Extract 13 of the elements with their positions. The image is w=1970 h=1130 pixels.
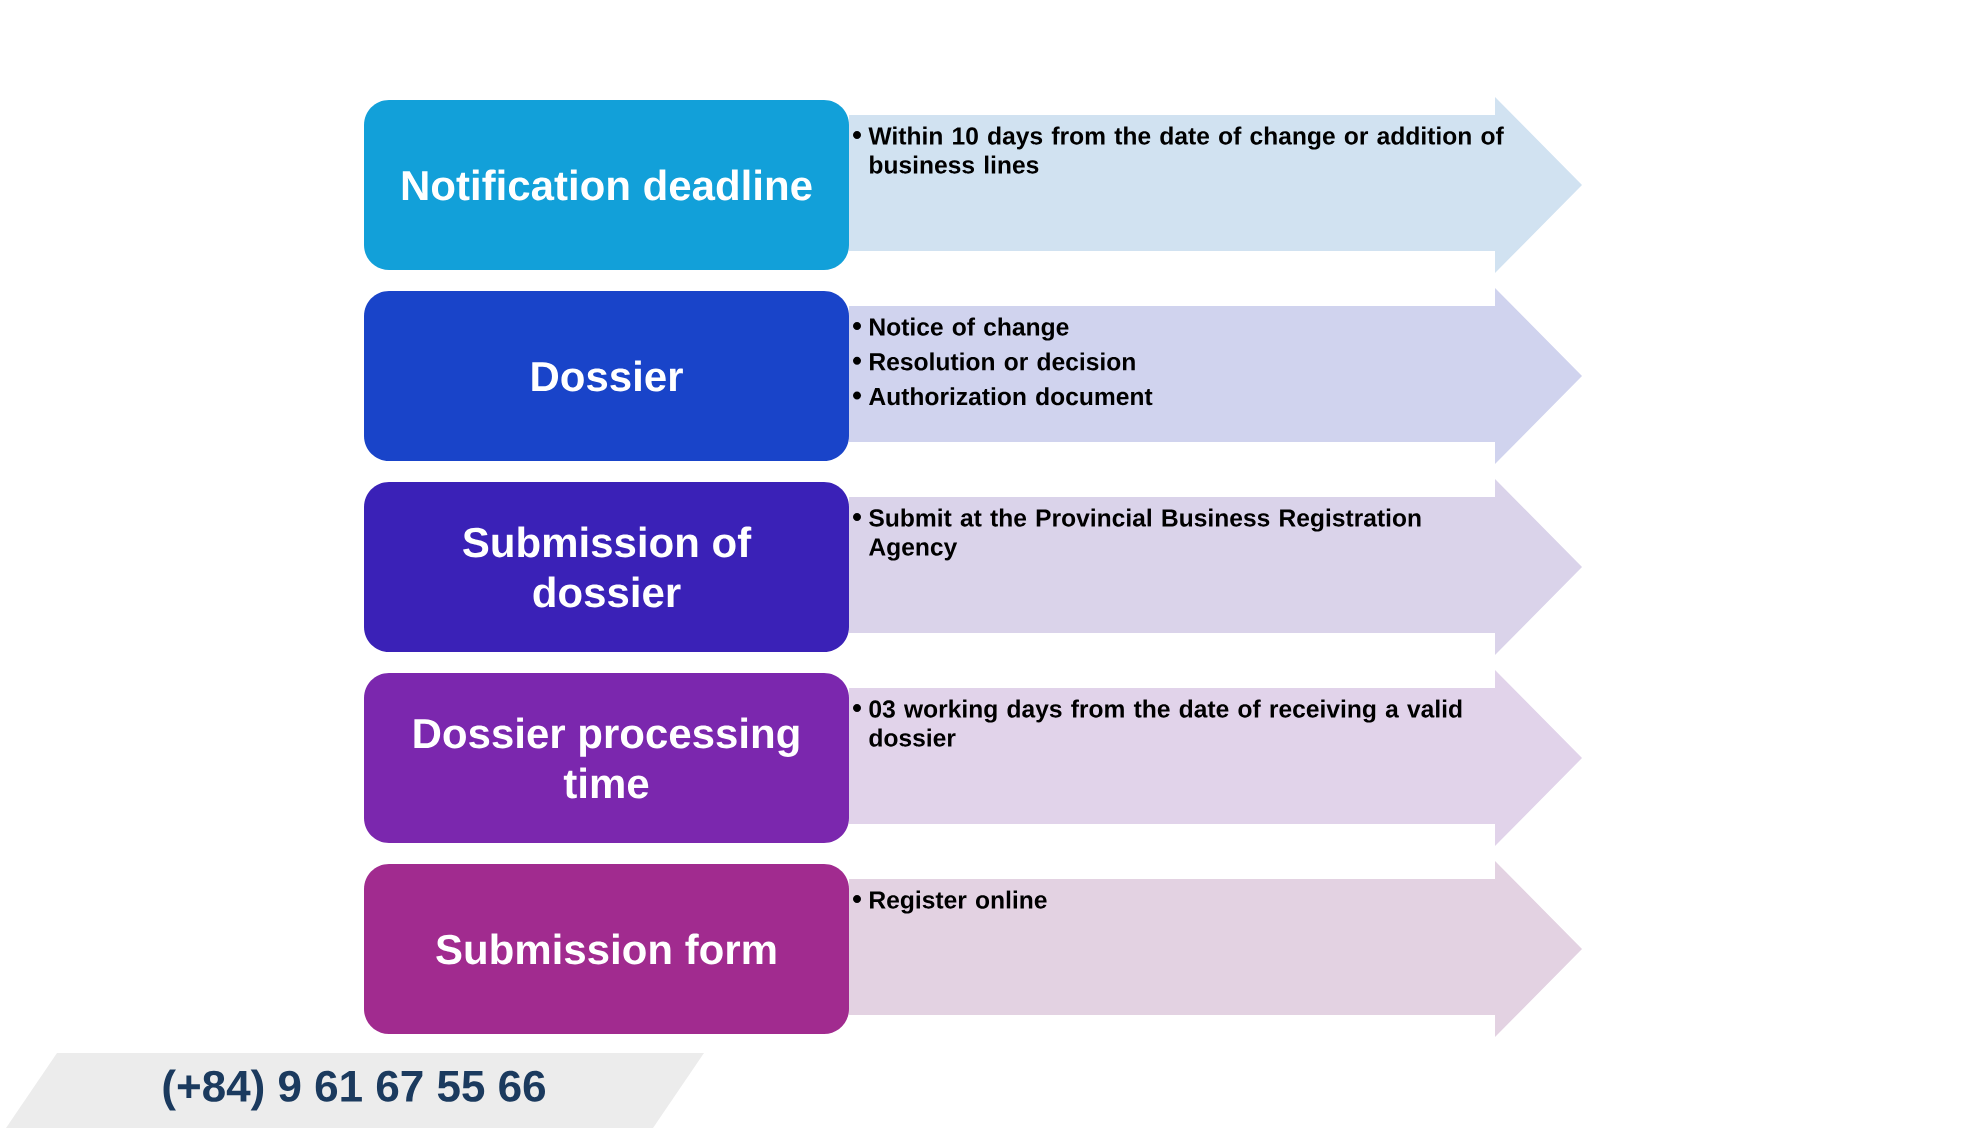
category-box: Notification deadline: [364, 100, 849, 270]
list-item: Resolution or decision: [870, 352, 1135, 371]
list-item: Submit at the Provincial Business Registration Agency: [869, 508, 1421, 561]
category-box: Submission form: [364, 864, 849, 1034]
list-item: Authorization document: [869, 387, 1153, 406]
category-box: Dossier processing time: [364, 673, 849, 843]
list-item: 03 working days from the date of receiving a valid dossier: [869, 699, 1462, 747]
list-item: Within 10 days from the date of change or addition of business lines: [868, 126, 1504, 174]
list-item: Notice of change: [870, 317, 1069, 341]
category-box: Dossier: [364, 291, 849, 461]
list-item: Register online: [870, 890, 1047, 914]
category-box: Submission of dossier: [364, 482, 849, 652]
footer-band: (+84) 9 61 67 55 66: [6, 1053, 704, 1128]
